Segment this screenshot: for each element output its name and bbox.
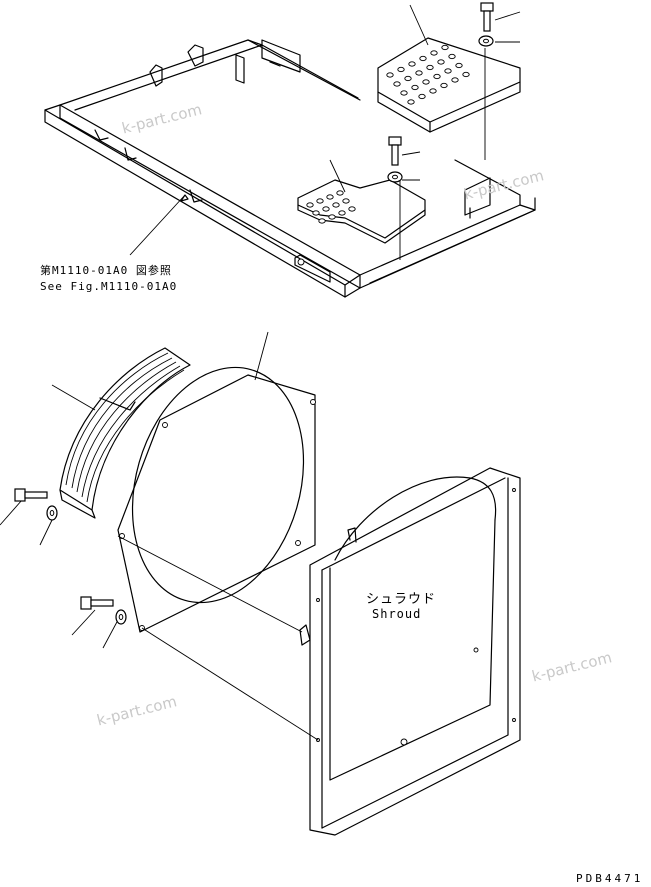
perforation-hole bbox=[322, 206, 330, 212]
perforation-hole bbox=[448, 53, 456, 60]
washer-icon bbox=[46, 505, 58, 521]
bolt-icon bbox=[480, 2, 494, 32]
perforation-hole bbox=[318, 218, 326, 224]
perforation-hole bbox=[407, 99, 415, 105]
perforation-hole bbox=[441, 44, 449, 51]
drawing-number: PDB4471 bbox=[576, 872, 644, 885]
perforation-hole bbox=[437, 59, 445, 65]
perforation-hole bbox=[426, 64, 434, 71]
perforation-hole bbox=[462, 71, 470, 78]
washer-icon bbox=[387, 171, 403, 183]
bolt-icon bbox=[80, 596, 114, 610]
frame-assembly bbox=[44, 39, 536, 298]
perforation-hole bbox=[404, 75, 412, 82]
perforation-hole bbox=[393, 81, 401, 87]
perforation-hole bbox=[430, 50, 438, 56]
perforation-hole bbox=[455, 62, 463, 69]
shroud-label-en: Shroud bbox=[372, 607, 422, 621]
leader-lines bbox=[0, 4, 521, 649]
fan-guard bbox=[59, 347, 191, 519]
perforation-hole bbox=[415, 70, 423, 76]
perforation-hole bbox=[429, 88, 437, 94]
perforation-hole bbox=[433, 73, 441, 80]
perforation-hole bbox=[400, 90, 408, 96]
perforation-hole bbox=[338, 210, 346, 216]
perforation-hole bbox=[336, 190, 344, 196]
reference-label-jp: 第M1110-01A0 図参照 bbox=[40, 264, 172, 277]
perforation-hole bbox=[312, 210, 320, 216]
perforation-hole bbox=[306, 202, 314, 208]
perforation-hole bbox=[418, 93, 426, 100]
perforation-hole bbox=[326, 194, 334, 200]
perforation-hole bbox=[332, 202, 340, 208]
shroud bbox=[299, 467, 521, 836]
perforation-hole bbox=[328, 214, 336, 220]
perforation-hole bbox=[422, 79, 430, 85]
perforation-hole bbox=[440, 82, 448, 89]
step-plate-lower bbox=[297, 179, 426, 244]
washer-icon bbox=[478, 35, 494, 47]
perforation-hole bbox=[408, 61, 416, 67]
fan-ring-plate bbox=[117, 366, 316, 633]
perforation-hole bbox=[411, 84, 419, 91]
perforation-hole bbox=[316, 198, 324, 204]
perforation-hole bbox=[342, 198, 350, 204]
bolt-icon bbox=[388, 136, 402, 166]
alignment-lines bbox=[117, 48, 486, 741]
step-plate-upper bbox=[377, 37, 521, 133]
shroud-label-jp: シュラウド bbox=[366, 592, 437, 607]
perforation-hole bbox=[444, 68, 452, 74]
perforation-hole bbox=[451, 77, 459, 83]
perforation-hole bbox=[386, 72, 394, 78]
bolt-icon bbox=[14, 488, 48, 502]
washer-icon bbox=[115, 609, 127, 625]
perforation-hole bbox=[397, 66, 405, 73]
perforation-hole bbox=[419, 55, 427, 62]
reference-label-en: See Fig.M1110-01A0 bbox=[40, 280, 178, 293]
perforation-hole bbox=[348, 206, 356, 212]
